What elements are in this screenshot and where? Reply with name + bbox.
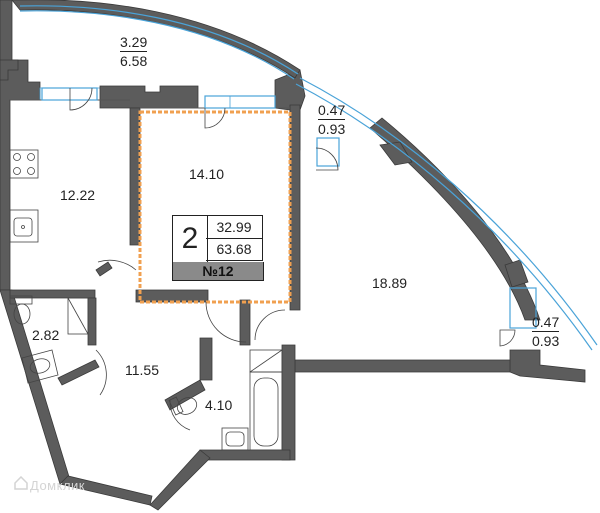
total-area: 63.68 bbox=[206, 238, 263, 261]
living-area: 32.99 bbox=[206, 215, 263, 239]
small-balcony-1-area: 0.47 0.93 bbox=[318, 102, 346, 137]
balcony-top-area-total: 6.58 bbox=[120, 53, 148, 69]
bathroom-area: 4.10 bbox=[205, 397, 233, 413]
domclick-logo-icon bbox=[14, 476, 28, 490]
windows bbox=[19, 5, 598, 351]
room-count: 2 bbox=[172, 215, 208, 263]
highlighted-room-outline bbox=[138, 110, 292, 304]
hall-area: 11.55 bbox=[125, 362, 159, 378]
bathtub-icon bbox=[249, 349, 283, 451]
washbasin-icon bbox=[21, 349, 59, 384]
bath-sink-icon bbox=[221, 427, 249, 451]
small-balcony-2-area: 0.47 0.93 bbox=[532, 314, 560, 349]
wc-area: 2.82 bbox=[32, 327, 60, 343]
small-balcony-2-area-living: 0.47 bbox=[532, 314, 560, 332]
apartment-badge: 2 32.99 63.68 №12 bbox=[172, 215, 264, 281]
wc-shelf bbox=[67, 297, 89, 335]
room-large-area: 18.89 bbox=[372, 275, 408, 291]
toilet-icon bbox=[9, 295, 33, 325]
small-balcony-1-area-total: 0.93 bbox=[318, 121, 346, 137]
apartment-number: №12 bbox=[172, 262, 264, 281]
bath-toilet-icon bbox=[168, 396, 198, 416]
watermark: Домклик bbox=[30, 478, 85, 493]
stove-icon bbox=[9, 149, 39, 179]
small-balcony-1-area-living: 0.47 bbox=[318, 102, 346, 120]
small-balcony-2-area-total: 0.93 bbox=[532, 333, 560, 349]
kitchen-area: 12.22 bbox=[60, 187, 96, 203]
room-small-area: 14.10 bbox=[189, 166, 225, 182]
balcony-top-area: 3.29 6.58 bbox=[120, 34, 148, 69]
sink-icon bbox=[9, 209, 39, 243]
balcony-top-area-living: 3.29 bbox=[120, 34, 148, 52]
exterior-walls bbox=[0, 0, 586, 511]
